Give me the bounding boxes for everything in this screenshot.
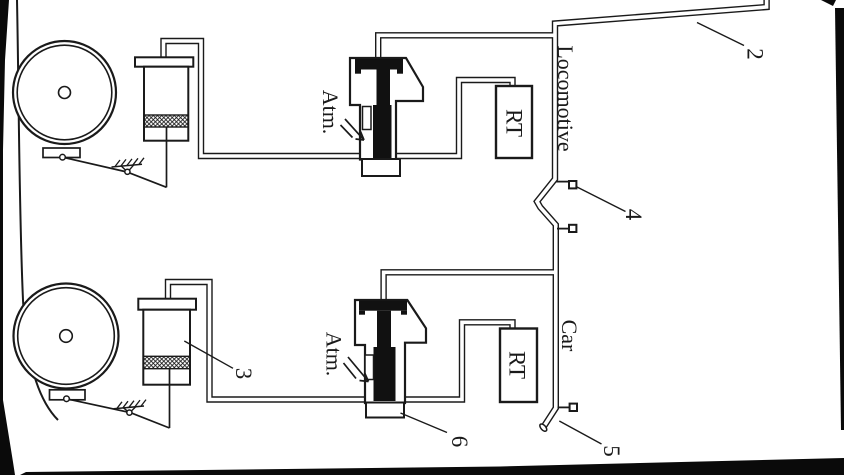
exhaust-arrow: [342, 356, 370, 383]
car-brake-cylinder: [137, 297, 198, 428]
lever-fulcrum-ground: [113, 399, 147, 416]
cylinder-flange: [134, 56, 195, 68]
locomotive-triple-valve: [339, 56, 425, 177]
label-car: Car: [557, 320, 582, 352]
wheel-hub: [57, 85, 72, 100]
valve-bottom-flange: [361, 158, 401, 177]
page-edge-bottom: [20, 458, 844, 475]
brake-lever: [66, 397, 170, 429]
hose-end-cap: [539, 423, 548, 432]
shoe-pivot: [62, 395, 71, 403]
page-edge-right: [835, 8, 844, 430]
brake-lever: [62, 156, 167, 189]
leader-6: [400, 412, 448, 434]
exhaust-arrow: [339, 118, 365, 141]
wheel-hub: [58, 328, 74, 344]
callout-4: 4: [621, 209, 646, 221]
leader-4: [575, 185, 626, 213]
callout-3: 3: [231, 368, 256, 380]
leader-2: [696, 21, 745, 47]
locomotive-coupling-head: [568, 180, 578, 190]
valve-port: [361, 105, 372, 131]
label-locomotive: Locomotive: [553, 45, 578, 151]
brake-piping: [160, 0, 770, 429]
callout-2: 2: [743, 48, 768, 60]
leader-5: [558, 420, 602, 445]
valve-piston-slide: [359, 300, 407, 401]
leader-3: [183, 340, 234, 369]
car-coupling-head: [568, 223, 578, 234]
locomotive-brake-cylinder: [134, 56, 195, 188]
pipe-core: [161, 0, 769, 428]
car-reservoir: [498, 327, 539, 404]
callout-6: 6: [447, 436, 472, 448]
piston-packing: [142, 355, 191, 370]
lever-fulcrum-ground: [111, 157, 145, 176]
locomotive-wheel-assembly: [11, 39, 167, 189]
rear-coupling-head: [568, 402, 578, 413]
page-edge-corner-tick: [821, 0, 836, 6]
pipe-outline: [160, 0, 770, 429]
label-rt-locomotive: RT: [502, 109, 527, 137]
labels: Locomotive Car RT RT Atm. Atm. 2 3 4 5 6: [231, 45, 768, 456]
label-rt-car: RT: [505, 351, 530, 379]
cylinder-flange: [137, 297, 198, 311]
valve-piston-slide: [355, 59, 403, 158]
cylinder-body: [143, 65, 190, 142]
hose-couplings: [539, 180, 578, 432]
locomotive-reservoir: [494, 84, 534, 160]
label-atm-car: Atm.: [322, 332, 347, 377]
cylinder-body: [142, 308, 192, 386]
valve-bottom-flange: [365, 401, 405, 419]
car-wheel-assembly: [12, 282, 170, 429]
car-triple-valve: [342, 298, 428, 419]
valve-port: [364, 354, 375, 381]
callout-lines: [183, 21, 745, 445]
shoe-pivot: [58, 153, 67, 161]
label-atm-locomotive: Atm.: [318, 90, 343, 135]
piston-packing: [143, 114, 189, 128]
page-edge-left: [0, 0, 15, 475]
callout-5: 5: [599, 445, 624, 457]
